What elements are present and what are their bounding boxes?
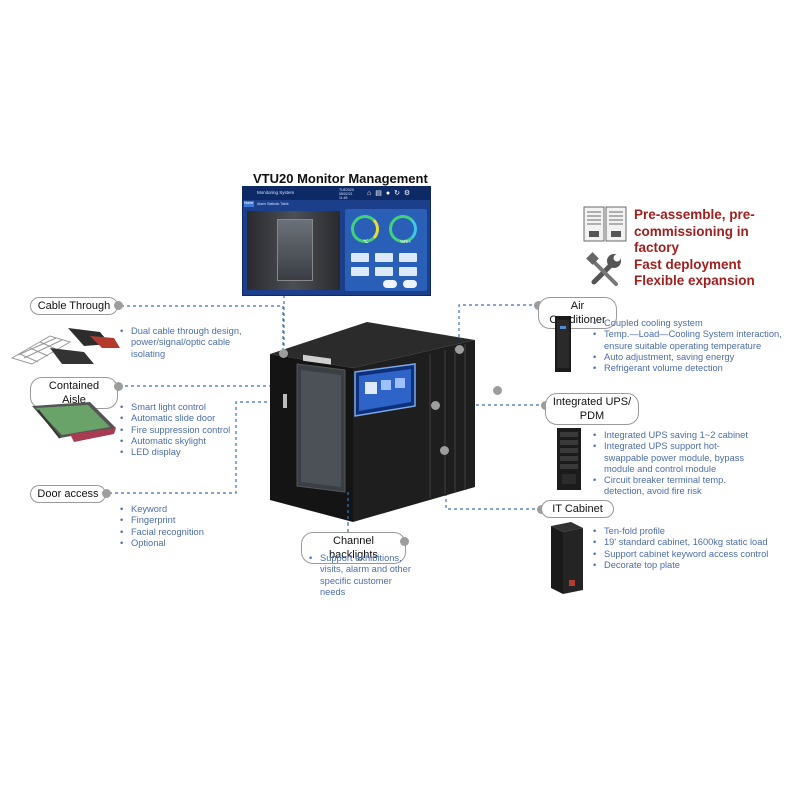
feature-item: Keyword bbox=[120, 504, 240, 516]
callout-integrated-ups: Integrated UPS/ PDM bbox=[545, 393, 639, 425]
tools-icon bbox=[586, 252, 624, 290]
screen-room-image bbox=[247, 211, 340, 290]
feature-item: Integrated UPS support hot-swappable pow… bbox=[593, 441, 763, 475]
screen-widget bbox=[403, 280, 417, 288]
callout-it-cabinet: IT Cabinet bbox=[541, 500, 614, 518]
feature-item: Smart light control bbox=[120, 402, 260, 414]
cabinet-icon bbox=[583, 206, 627, 242]
screen-widget bbox=[351, 253, 369, 262]
cable-through-features: Dual cable through design, power/signal/… bbox=[120, 326, 255, 360]
feature-item: Temp.—Load—Cooling System interaction, e… bbox=[593, 329, 793, 352]
screen-widget bbox=[399, 253, 417, 262]
contained-aisle-features: Smart light control Automatic slide door… bbox=[120, 402, 260, 459]
screen-widget bbox=[375, 267, 393, 276]
feature-item: Support cabinet keyword access control bbox=[593, 549, 788, 561]
connector-dot bbox=[400, 537, 409, 546]
screen-alarm-table: Alarm Statistic Table bbox=[257, 202, 289, 206]
feature-item: 19' standard cabinet, 1600kg static load bbox=[593, 537, 788, 549]
feature-item: Refrigerant volume detection bbox=[593, 363, 793, 375]
air-conditioner-features: Coupled cooling system Temp.—Load—Coolin… bbox=[593, 318, 793, 375]
air-conditioner-image bbox=[553, 316, 573, 372]
screen-panel: ℃ %RH bbox=[345, 209, 427, 291]
feature-item: Coupled cooling system bbox=[593, 318, 793, 330]
highlight-flexible-expansion: Flexible expansion bbox=[634, 273, 755, 288]
cable-tray-image bbox=[10, 318, 122, 368]
leader-air-conditioner bbox=[458, 304, 538, 350]
callout-cable-through: Cable Through bbox=[30, 297, 118, 315]
feature-item: Dual cable through design, power/signal/… bbox=[120, 326, 255, 360]
feature-item: Facial recognition bbox=[120, 527, 240, 539]
feature-item: Ten-fold profile bbox=[593, 526, 788, 538]
feature-item: Auto adjustment, saving energy bbox=[593, 352, 793, 364]
feature-item: Automatic slide door bbox=[120, 413, 260, 425]
feature-item: LED display bbox=[120, 447, 260, 459]
monitor-screen: Monitoring System TUE2020 08/02/21 11:45… bbox=[242, 186, 431, 296]
connector-dot bbox=[493, 386, 502, 395]
it-cabinet-image bbox=[547, 520, 587, 596]
it-cabinet-features: Ten-fold profile 19' standard cabinet, 1… bbox=[593, 526, 788, 571]
highlight-preassemble: Pre-assemble, pre-commissioning in facto… bbox=[634, 207, 755, 255]
connector-dot bbox=[279, 349, 288, 358]
micro-datacenter-image bbox=[255, 312, 485, 532]
screen-tab-home: Home bbox=[244, 201, 254, 207]
door-access-features: Keyword Fingerprint Facial recognition O… bbox=[120, 504, 240, 549]
highlight-fast-deployment: Fast deployment bbox=[634, 257, 742, 272]
screen-gauge-temp-unit: ℃ bbox=[363, 239, 369, 245]
aisle-skylight-image bbox=[30, 398, 118, 446]
connector-dot bbox=[455, 345, 464, 354]
connector-dot bbox=[114, 301, 123, 310]
ups-cabinet-image bbox=[556, 428, 582, 490]
screen-header: Monitoring System bbox=[257, 190, 295, 195]
leader-cable-through bbox=[121, 305, 284, 352]
screen-datetime: TUE2020 08/02/21 11:45 bbox=[339, 188, 354, 200]
feature-item: Support exhibitions, visits, alarm and o… bbox=[309, 553, 419, 598]
feature-item: Fire suppression control bbox=[120, 425, 260, 437]
screen-gauge-humidity bbox=[389, 215, 417, 243]
callout-door-access: Door access bbox=[30, 485, 106, 503]
feature-item: Automatic skylight bbox=[120, 436, 260, 448]
connector-dot bbox=[114, 382, 123, 391]
screen-widget bbox=[375, 253, 393, 262]
connector-dot bbox=[431, 401, 440, 410]
screen-toolbar-icons: ⌂▤●↻⚙ bbox=[367, 190, 415, 197]
feature-item: Integrated UPS saving 1~2 cabinet bbox=[593, 430, 763, 442]
screen-widget bbox=[383, 280, 397, 288]
channel-backlights-features: Support exhibitions, visits, alarm and o… bbox=[309, 553, 419, 598]
connector-dot bbox=[440, 446, 449, 455]
feature-item: Optional bbox=[120, 538, 240, 550]
feature-item: Circuit breaker terminal temp. detection… bbox=[593, 475, 763, 498]
integrated-ups-features: Integrated UPS saving 1~2 cabinet Integr… bbox=[593, 430, 763, 498]
screen-widget bbox=[399, 267, 417, 276]
connector-dot bbox=[102, 489, 111, 498]
feature-item: Decorate top plate bbox=[593, 560, 788, 572]
screen-gauge-temp bbox=[351, 215, 379, 243]
screen-widget bbox=[351, 267, 369, 276]
screen-gauge-humidity-unit: %RH bbox=[400, 239, 411, 244]
feature-item: Fingerprint bbox=[120, 515, 240, 527]
monitor-title: VTU20 Monitor Management bbox=[253, 171, 428, 186]
